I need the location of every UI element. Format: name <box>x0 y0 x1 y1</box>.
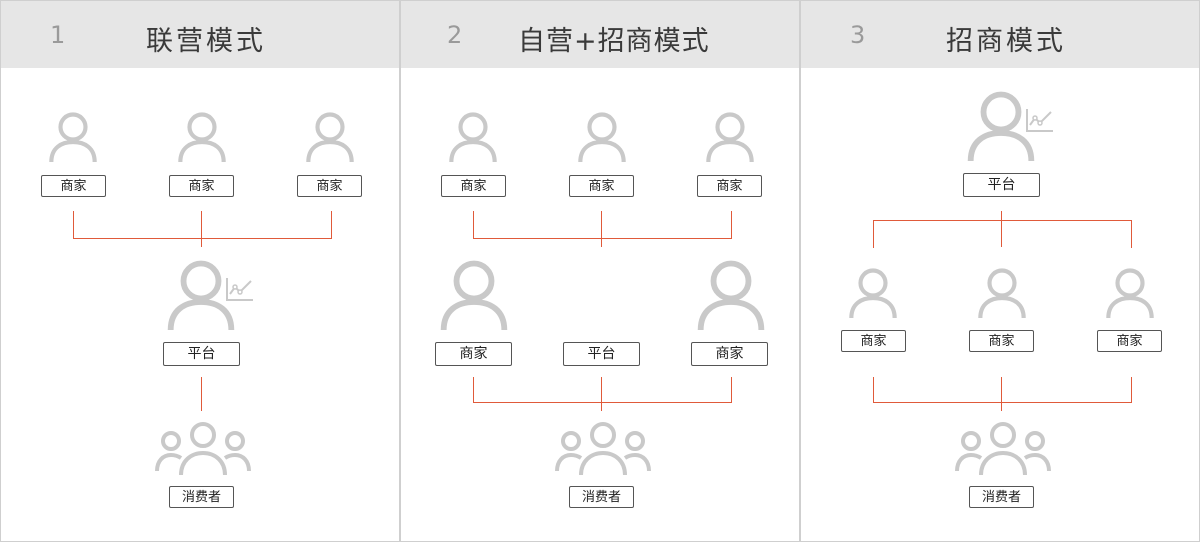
panel-title: 自营+招商模式 <box>518 26 710 57</box>
merchant-label: 商家 <box>1097 330 1162 352</box>
connector-line <box>331 211 332 239</box>
merchant-person-icon <box>305 109 355 165</box>
connector-line <box>873 220 874 248</box>
merchant-label: 商家 <box>435 342 512 366</box>
merchant-label: 商家 <box>169 175 234 197</box>
merchant-label: 商家 <box>697 175 762 197</box>
merchant-person-icon <box>848 265 898 321</box>
merchant-label: 商家 <box>41 175 106 197</box>
merchant-label: 商家 <box>441 175 506 197</box>
panel-title: 联营模式 <box>146 26 266 57</box>
connector-line <box>473 377 474 403</box>
chart-icon <box>225 276 255 302</box>
merchant-label: 商家 <box>569 175 634 197</box>
connector-line <box>73 211 74 239</box>
consumer-label: 消费者 <box>569 486 634 508</box>
merchant-person-icon <box>1105 265 1155 321</box>
connector-line <box>731 377 732 403</box>
panel-header: 1 联营模式 <box>1 1 399 68</box>
connector-line <box>601 377 602 411</box>
connector-line <box>201 377 202 411</box>
panel-merchant-recruitment-mode: 3 招商模式 平台 商家 商家 商家 消费者 <box>800 0 1200 542</box>
panel-number: 1 <box>50 21 66 49</box>
connector-line <box>473 402 732 403</box>
connector-line <box>1001 211 1002 247</box>
merchant-label: 商家 <box>969 330 1034 352</box>
connector-line <box>201 211 202 247</box>
connector-line <box>1131 377 1132 403</box>
merchant-label: 商家 <box>841 330 906 352</box>
connector-line <box>1131 220 1132 248</box>
merchant-person-icon <box>577 109 627 165</box>
platform-label: 平台 <box>563 342 640 366</box>
platform-label: 平台 <box>163 342 240 366</box>
panel-header: 3 招商模式 <box>801 1 1199 68</box>
consumers-group-icon <box>555 421 651 477</box>
merchant-label: 商家 <box>297 175 362 197</box>
connector-line <box>873 220 1132 221</box>
merchant-person-icon <box>439 256 509 334</box>
consumers-group-icon <box>155 421 251 477</box>
platform-label: 平台 <box>963 173 1040 197</box>
panel-number: 3 <box>850 21 866 49</box>
connector-line <box>873 402 1132 403</box>
panel-consignment-mode: 1 联营模式 商家 商家 商家 平台 消费者 <box>0 0 400 542</box>
panel-header: 2 自营+招商模式 <box>401 1 799 68</box>
panel-number: 2 <box>447 21 463 49</box>
consumer-label: 消费者 <box>169 486 234 508</box>
merchant-person-icon <box>696 256 766 334</box>
connector-line <box>473 238 732 239</box>
connector-line <box>601 211 602 247</box>
connector-line <box>73 238 332 239</box>
merchant-person-icon <box>448 109 498 165</box>
consumers-group-icon <box>955 421 1051 477</box>
connector-line <box>873 377 874 403</box>
chart-icon <box>1025 107 1055 133</box>
merchant-person-icon <box>177 109 227 165</box>
connector-line <box>731 211 732 239</box>
panel-self-operated-and-merchant-mode: 2 自营+招商模式 商家 商家 商家 商家 平台 商家 消费者 <box>400 0 800 542</box>
merchant-person-icon <box>705 109 755 165</box>
merchant-person-icon <box>48 109 98 165</box>
connector-line <box>473 211 474 239</box>
merchant-person-icon <box>977 265 1027 321</box>
connector-line <box>1001 377 1002 411</box>
merchant-label: 商家 <box>691 342 768 366</box>
consumer-label: 消费者 <box>969 486 1034 508</box>
panel-title: 招商模式 <box>946 26 1066 57</box>
